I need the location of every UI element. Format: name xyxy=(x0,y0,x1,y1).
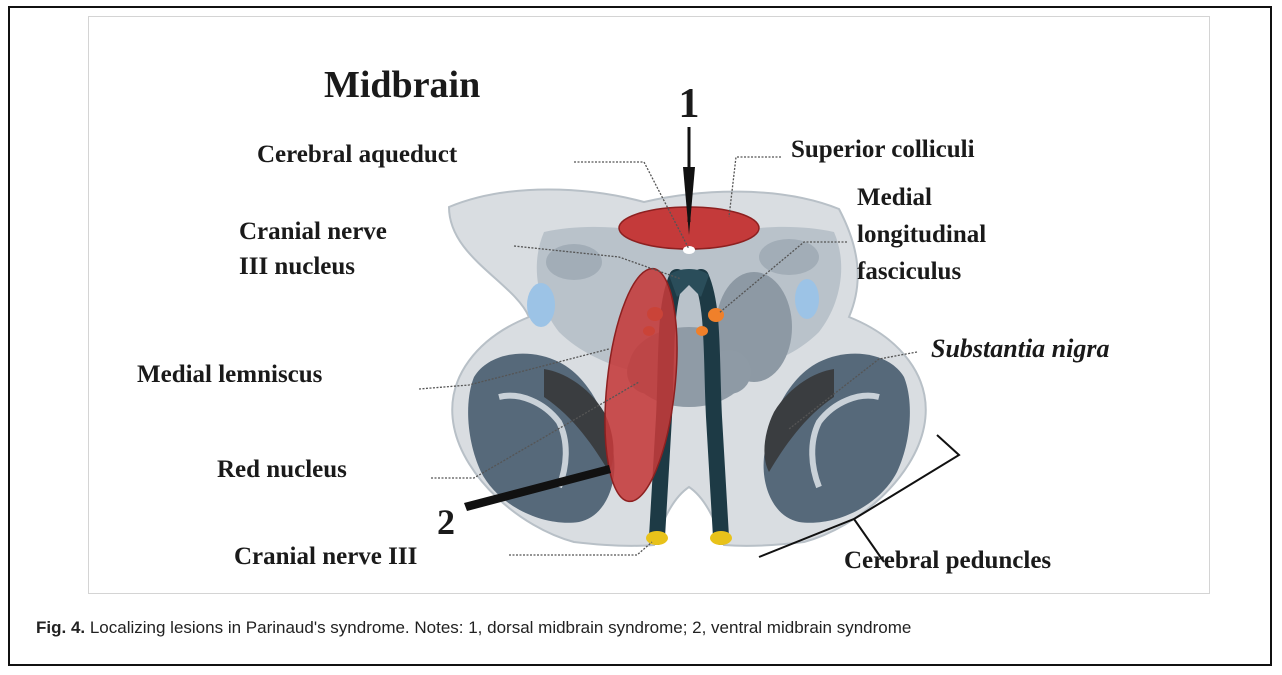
figure-frame: 1 2 Midbrain Cerebral aqueduct Superior … xyxy=(8,6,1272,666)
label-medial-lemniscus: Medial lemniscus xyxy=(137,361,323,388)
mlf-right-lower xyxy=(696,326,708,336)
cerebral-aqueduct-shape xyxy=(683,246,695,254)
diagram-title: Midbrain xyxy=(324,64,480,106)
mlf-right xyxy=(708,308,724,322)
label-cn3-nucleus-line1: Cranial nerve xyxy=(239,218,387,245)
midbrain-diagram: 1 2 Midbrain Cerebral aqueduct Superior … xyxy=(89,17,1210,594)
label-mlf-line2: longitudinal xyxy=(857,221,986,248)
cn3-nerve-tip-right xyxy=(710,531,732,545)
label-mlf-line3: fasciculus xyxy=(857,258,961,285)
label-cerebral-peduncles: Cerebral peduncles xyxy=(844,547,1051,574)
figure-caption: Fig. 4. Localizing lesions in Parinaud's… xyxy=(36,618,911,638)
figure-panel: 1 2 Midbrain Cerebral aqueduct Superior … xyxy=(88,16,1210,594)
cn3-nerve-tip-left xyxy=(646,531,668,545)
blue-accent-left xyxy=(527,283,555,327)
label-cerebral-aqueduct: Cerebral aqueduct xyxy=(257,141,458,168)
label-substantia-nigra: Substantia nigra xyxy=(931,334,1109,363)
caption-text: Localizing lesions in Parinaud's syndrom… xyxy=(85,618,911,637)
caption-label: Fig. 4. xyxy=(36,618,85,637)
grey-blob-right xyxy=(759,239,819,275)
label-mlf-line1: Medial xyxy=(857,184,932,211)
label-cn3-nucleus-line2: III nucleus xyxy=(239,253,355,280)
label-superior-colliculi: Superior colliculi xyxy=(791,136,975,163)
label-red-nucleus: Red nucleus xyxy=(217,456,347,483)
grey-blob-left xyxy=(546,244,602,280)
marker-2-label: 2 xyxy=(437,502,455,542)
marker-1-label: 1 xyxy=(679,81,700,127)
label-cranial-nerve-3: Cranial nerve III xyxy=(234,543,417,570)
blue-accent-right xyxy=(795,279,819,319)
